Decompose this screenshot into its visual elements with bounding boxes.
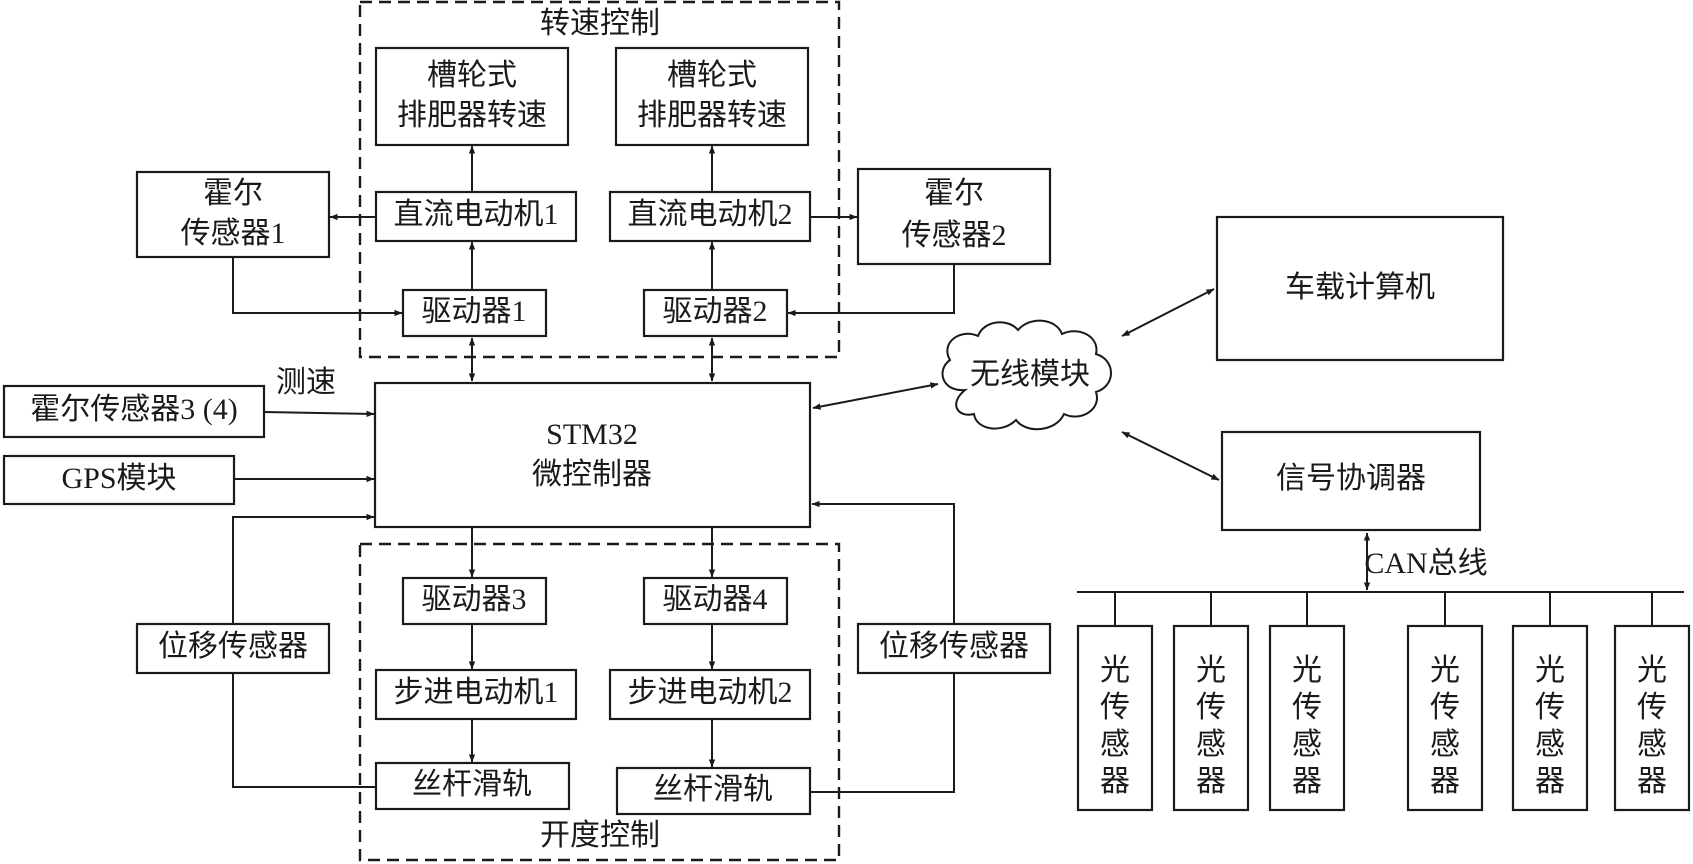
screw-rail-2-box — [615, 766, 812, 816]
hall-sensor-3-4-label: 霍尔传感器3 (4) — [30, 393, 237, 426]
connector-hall2-to-driver2 — [787, 264, 955, 317]
stepper-motor-2-label: 步进电动机2 — [628, 676, 793, 709]
displacement-sensor-left-label: 位移传感器 — [158, 630, 308, 663]
light-sensor-1-char: 传 — [1100, 691, 1130, 724]
dc-motor-1-box — [374, 190, 578, 243]
light-sensor-4-char: 器 — [1430, 765, 1460, 798]
light-sensor-4-char: 感 — [1430, 728, 1460, 761]
stepper-motor-1-box — [374, 668, 578, 721]
light-sensor-4-box — [1406, 624, 1484, 812]
light-sensor-1-box — [1076, 624, 1154, 812]
light-sensor-5-char: 光 — [1535, 654, 1565, 687]
hall-sensor-3-4-box — [2, 384, 266, 439]
light-sensor-6-char: 感 — [1637, 728, 1667, 761]
light-sensor-5-char: 传 — [1535, 691, 1565, 724]
can-bus-label: CAN总线 — [1364, 547, 1487, 580]
speed-measure-label: 测速 — [276, 366, 336, 399]
dc-motor-1-label: 直流电动机1 — [394, 198, 559, 231]
light-sensor-2-char: 传 — [1196, 691, 1226, 724]
light-sensor-3-char: 光 — [1292, 654, 1322, 687]
fertilizer-meter-1-line1: 槽轮式 — [427, 59, 517, 92]
hall-sensor-2-line2: 传感器2 — [902, 219, 1007, 252]
light-sensor-3-char: 感 — [1292, 728, 1322, 761]
driver-1-label: 驱动器1 — [422, 295, 527, 328]
stepper-motor-1-label: 步进电动机1 — [394, 676, 559, 709]
fertilizer-meter-2-box — [614, 46, 810, 147]
light-sensor-6-char: 器 — [1637, 765, 1667, 798]
vehicle-computer-label: 车载计算机 — [1285, 271, 1435, 304]
connector-wireless-vehicle-pc — [1121, 288, 1215, 337]
light-sensor-1-char: 感 — [1100, 728, 1130, 761]
hall-sensor-2-box — [856, 167, 1052, 266]
gps-module-box — [2, 454, 236, 506]
gps-module-label: GPS模块 — [61, 462, 176, 495]
driver-4-label: 驱动器4 — [663, 583, 768, 616]
connector-hall34-to-mcu — [263, 410, 375, 418]
light-sensor-2-char: 光 — [1196, 654, 1226, 687]
light-sensor-4-char: 光 — [1430, 654, 1460, 687]
stm32-mcu-line1: STM32 — [546, 418, 638, 451]
light-sensor-6-box — [1613, 624, 1691, 812]
driver-2-label: 驱动器2 — [663, 295, 768, 328]
dc-motor-2-box — [608, 190, 812, 243]
wireless-module-label: 无线模块 — [970, 358, 1090, 391]
displacement-sensor-left-box — [135, 622, 331, 675]
light-sensor-5-box — [1511, 624, 1589, 812]
connector-disp-right-to-mcu — [811, 500, 955, 624]
driver-4-box — [642, 576, 789, 626]
hall-sensor-1-box — [135, 170, 331, 259]
fertilizer-meter-2-line2: 排肥器转速 — [637, 99, 787, 132]
fertilizer-meter-2-line1: 槽轮式 — [667, 59, 757, 92]
light-sensor-5-char: 器 — [1535, 765, 1565, 798]
connector-rail2-to-disp-right — [810, 673, 955, 793]
displacement-sensor-right-box — [856, 622, 1052, 675]
light-sensor-2-char: 器 — [1196, 765, 1226, 798]
driver-3-box — [401, 576, 548, 626]
light-sensor-6-char: 光 — [1637, 654, 1667, 687]
dc-motor-2-label: 直流电动机2 — [628, 198, 793, 231]
driver-2-box — [642, 288, 789, 338]
stepper-motor-2-box — [608, 668, 812, 721]
screw-rail-2-label: 丝杆滑轨 — [653, 773, 773, 806]
signal-coordinator-label: 信号协调器 — [1276, 462, 1426, 495]
connector-disp-left-to-mcu — [232, 513, 375, 624]
hall-sensor-1-line2: 传感器1 — [181, 217, 286, 250]
screw-rail-1-label: 丝杆滑轨 — [412, 768, 532, 801]
wireless-module-cloud — [941, 319, 1112, 431]
light-sensor-1-char: 光 — [1100, 654, 1130, 687]
light-sensor-2-char: 感 — [1196, 728, 1226, 761]
opening-control-group — [358, 542, 841, 862]
light-sensor-5-char: 感 — [1535, 728, 1565, 761]
hall-sensor-1-line1: 霍尔 — [203, 177, 263, 210]
speed-control-group — [358, 0, 841, 359]
driver-3-label: 驱动器3 — [422, 583, 527, 616]
vehicle-computer-box — [1215, 215, 1505, 362]
signal-coordinator-box — [1220, 430, 1482, 532]
light-sensor-3-char: 传 — [1292, 691, 1322, 724]
hall-sensor-2-line1: 霍尔 — [924, 177, 984, 210]
light-sensor-3-box — [1268, 624, 1346, 812]
stm32-mcu-line2: 微控制器 — [532, 458, 652, 491]
stm32-mcu-box — [373, 381, 812, 529]
light-sensor-3-char: 器 — [1292, 765, 1322, 798]
connector-rail1-to-disp-left — [232, 673, 376, 788]
displacement-sensor-right-label: 位移传感器 — [879, 630, 1029, 663]
light-sensor-2-box — [1172, 624, 1250, 812]
connector-mcu-wireless — [812, 382, 939, 410]
fertilizer-meter-1-line2: 排肥器转速 — [397, 99, 547, 132]
speed-control-label: 转速控制 — [540, 7, 660, 40]
fertilizer-meter-1-box — [374, 46, 570, 147]
light-sensor-4-char: 传 — [1430, 691, 1460, 724]
connector-wireless-coordinator — [1121, 431, 1220, 481]
light-sensor-1-char: 器 — [1100, 765, 1130, 798]
screw-rail-1-box — [374, 761, 571, 811]
connector-hall1-to-driver1 — [232, 257, 403, 317]
opening-control-label: 开度控制 — [540, 819, 660, 852]
driver-1-box — [401, 288, 548, 338]
light-sensor-6-char: 传 — [1637, 691, 1667, 724]
